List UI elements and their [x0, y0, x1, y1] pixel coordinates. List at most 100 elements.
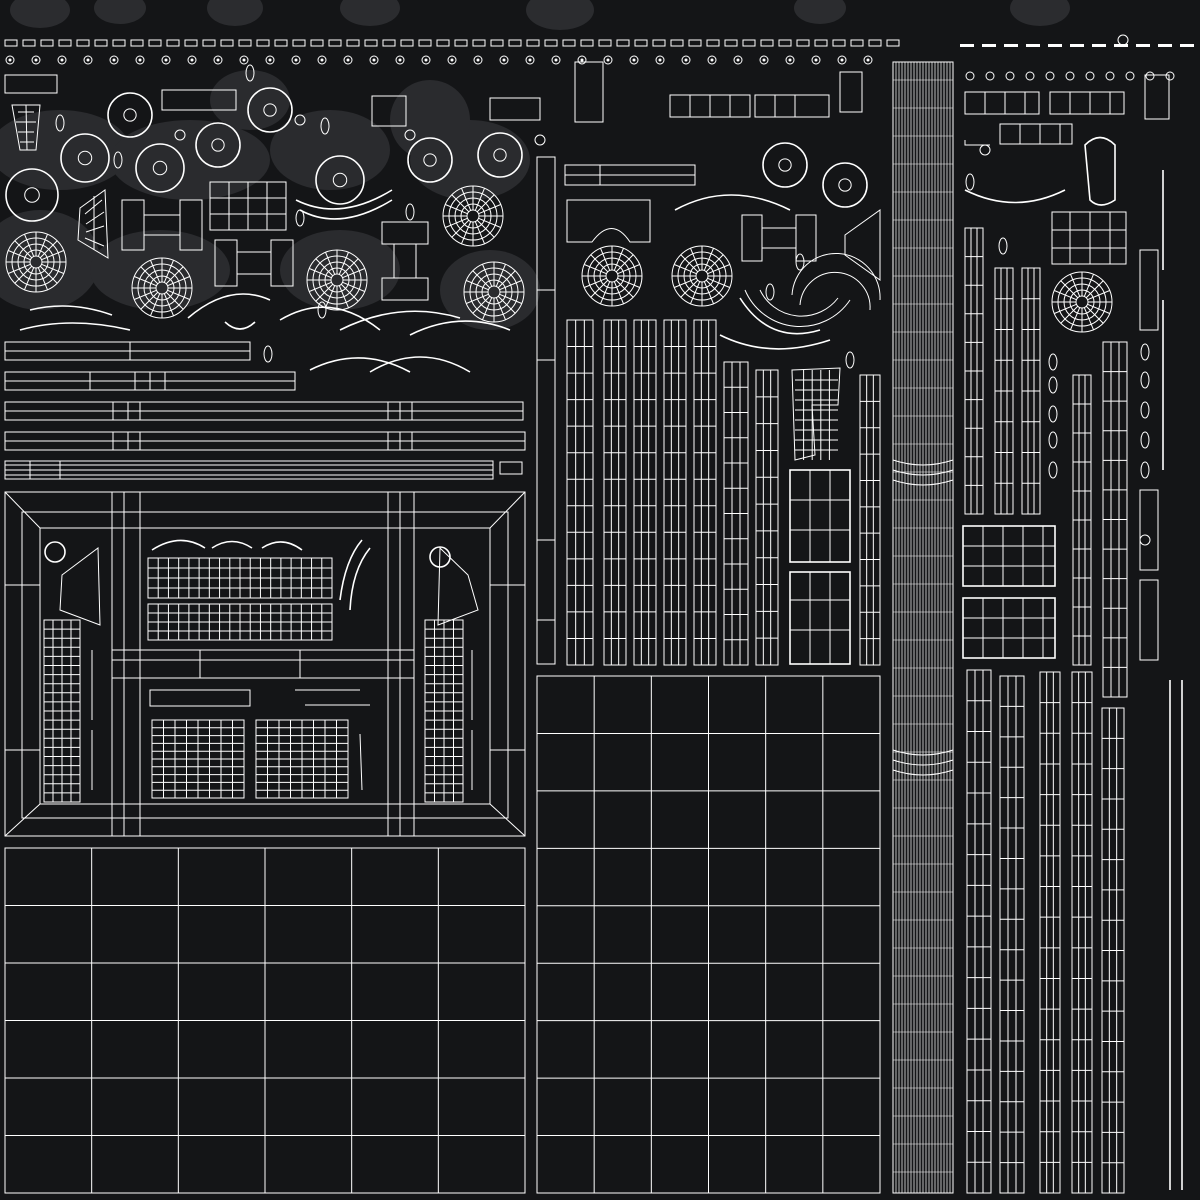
small-piece	[508, 39, 522, 47]
island-shadows	[0, 70, 540, 330]
nut	[187, 55, 197, 65]
column	[755, 369, 779, 666]
small-piece	[220, 39, 234, 47]
ring	[822, 162, 868, 208]
small-piece	[76, 39, 90, 47]
nut-center	[424, 58, 428, 62]
ring-hole	[211, 138, 225, 152]
nut	[603, 55, 613, 65]
grid-lines	[537, 676, 880, 1193]
small-piece	[868, 39, 882, 47]
nut-piece	[1117, 34, 1129, 46]
nut	[985, 71, 995, 81]
ring-hole	[77, 150, 93, 166]
nut-piece	[174, 129, 186, 141]
column	[693, 319, 717, 666]
pill-piece	[965, 173, 975, 191]
grid-lines	[860, 375, 880, 665]
nut-center	[580, 58, 584, 62]
nut-center	[190, 58, 194, 62]
grid-lines	[634, 320, 656, 665]
nut	[57, 55, 67, 65]
column	[566, 319, 594, 666]
column	[663, 319, 687, 666]
nut-piece	[979, 144, 991, 156]
ring-hole	[778, 158, 792, 172]
small-piece	[814, 39, 828, 47]
ring-hole	[152, 160, 168, 176]
small-piece	[886, 39, 900, 47]
nut	[681, 55, 691, 65]
small-piece	[148, 39, 162, 47]
nut	[317, 55, 327, 65]
grid-lines	[44, 620, 80, 802]
top-strip-pieces	[4, 39, 1194, 81]
grid-lines	[256, 720, 348, 798]
nut-center	[8, 58, 12, 62]
pill-piece	[765, 283, 775, 301]
small-piece	[796, 39, 810, 47]
left-upper-cluster	[0, 70, 1113, 373]
nut	[135, 55, 145, 65]
small-piece	[40, 39, 54, 47]
small-piece	[742, 39, 756, 47]
nut-piece	[294, 114, 306, 126]
small-piece	[526, 39, 540, 47]
nut	[1005, 71, 1015, 81]
grid-lines	[1040, 672, 1060, 1193]
nut	[1165, 71, 1175, 81]
island-shadow	[0, 110, 130, 190]
ring-hole	[493, 148, 507, 162]
nut-center	[788, 58, 792, 62]
nut	[707, 55, 717, 65]
ring	[195, 122, 241, 168]
grid-lines	[724, 362, 748, 665]
grid-lines	[148, 604, 332, 640]
nut-center	[736, 58, 740, 62]
wheel-discs	[5, 185, 1113, 333]
right-column	[962, 74, 1183, 1194]
nut-center	[268, 58, 272, 62]
chassis-grid-1	[148, 558, 332, 640]
nut-center	[866, 58, 870, 62]
nut	[1045, 71, 1055, 81]
nut	[291, 55, 301, 65]
pill-piece	[998, 237, 1008, 255]
grid-lines	[756, 370, 778, 665]
nut	[265, 55, 275, 65]
grid-lines	[5, 848, 525, 1193]
nut	[161, 55, 171, 65]
pill-piece	[1140, 371, 1150, 389]
wheel-spokes	[1052, 272, 1112, 332]
nut	[1145, 71, 1155, 81]
small-piece	[436, 39, 450, 47]
small-piece	[472, 39, 486, 47]
pill-piece	[1140, 461, 1150, 479]
column	[1071, 671, 1093, 1194]
ring	[477, 132, 523, 178]
wheel-spokes	[6, 232, 66, 292]
small-piece	[778, 39, 792, 47]
small-piece	[490, 39, 504, 47]
nut	[369, 55, 379, 65]
small-piece	[580, 39, 594, 47]
small-piece	[1048, 44, 1062, 47]
nut-center	[814, 58, 818, 62]
small-piece	[4, 39, 18, 47]
grid-lines	[995, 268, 1013, 514]
nut	[473, 55, 483, 65]
nut-center	[320, 58, 324, 62]
pill-piece	[1048, 353, 1058, 371]
grid-lines	[604, 320, 626, 665]
nut-center	[372, 58, 376, 62]
pill-piece	[55, 114, 65, 132]
column	[603, 319, 627, 666]
island-shadow	[390, 80, 470, 160]
nut-center	[554, 58, 558, 62]
nut-center	[684, 58, 688, 62]
small-piece	[22, 39, 36, 47]
small-piece	[130, 39, 144, 47]
horizontal-strips	[4, 341, 526, 480]
column	[633, 319, 657, 666]
nut	[1105, 71, 1115, 81]
